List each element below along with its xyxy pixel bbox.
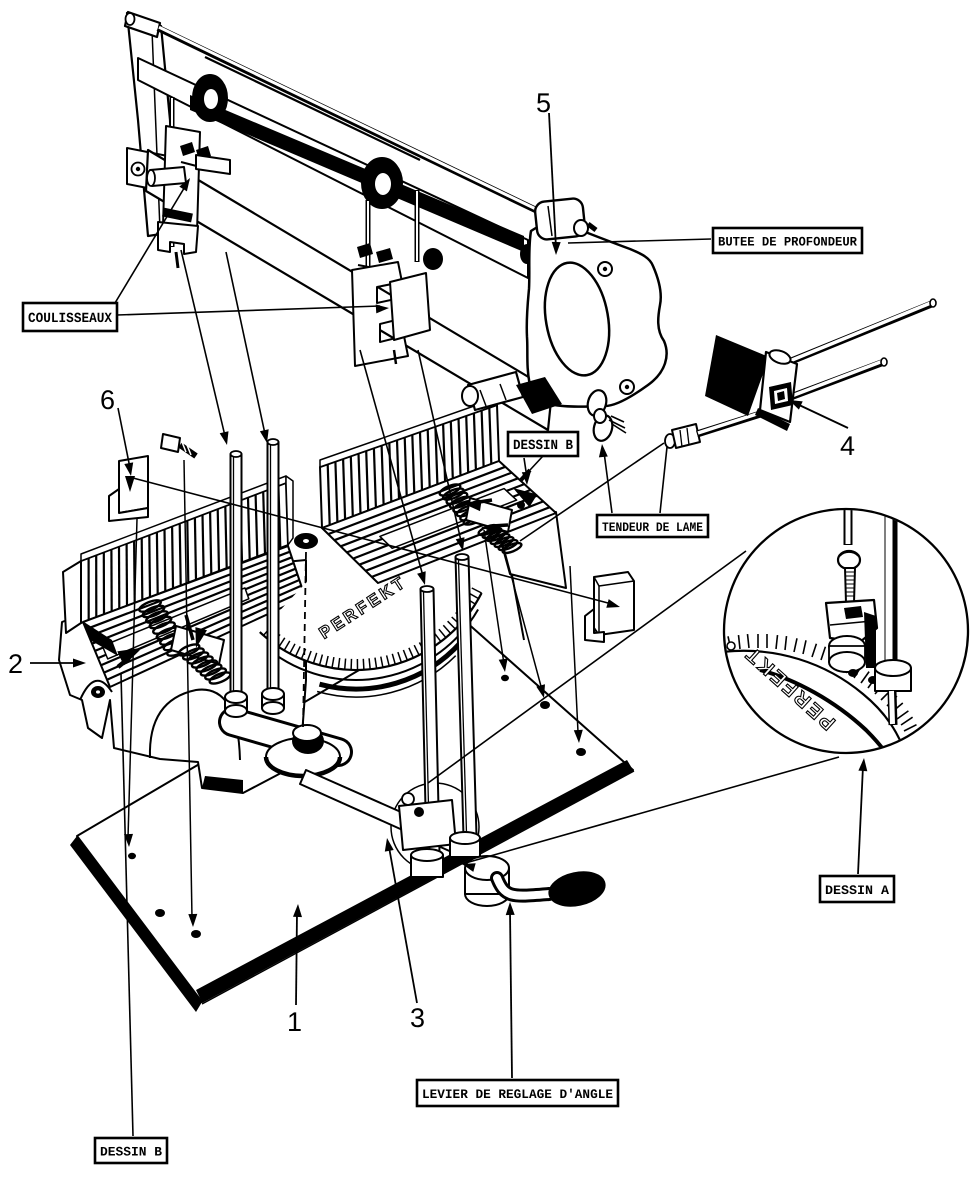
svg-text:1: 1 (287, 1007, 302, 1037)
svg-text:4: 4 (840, 431, 855, 461)
svg-text:BUTEE DE PROFONDEUR: BUTEE DE PROFONDEUR (718, 235, 857, 250)
svg-text:LEVIER DE REGLAGE D'ANGLE: LEVIER DE REGLAGE D'ANGLE (422, 1087, 613, 1102)
svg-text:DESSIN B: DESSIN B (513, 438, 574, 454)
svg-text:3: 3 (410, 1003, 425, 1033)
svg-text:5: 5 (536, 88, 551, 118)
svg-text:TENDEUR DE LAME: TENDEUR DE LAME (602, 520, 703, 535)
svg-text:COULISSEAUX: COULISSEAUX (28, 311, 113, 327)
svg-text:DESSIN B: DESSIN B (100, 1145, 162, 1160)
svg-text:6: 6 (100, 385, 115, 415)
svg-text:2: 2 (8, 649, 23, 679)
svg-text:DESSIN A: DESSIN A (825, 883, 889, 898)
